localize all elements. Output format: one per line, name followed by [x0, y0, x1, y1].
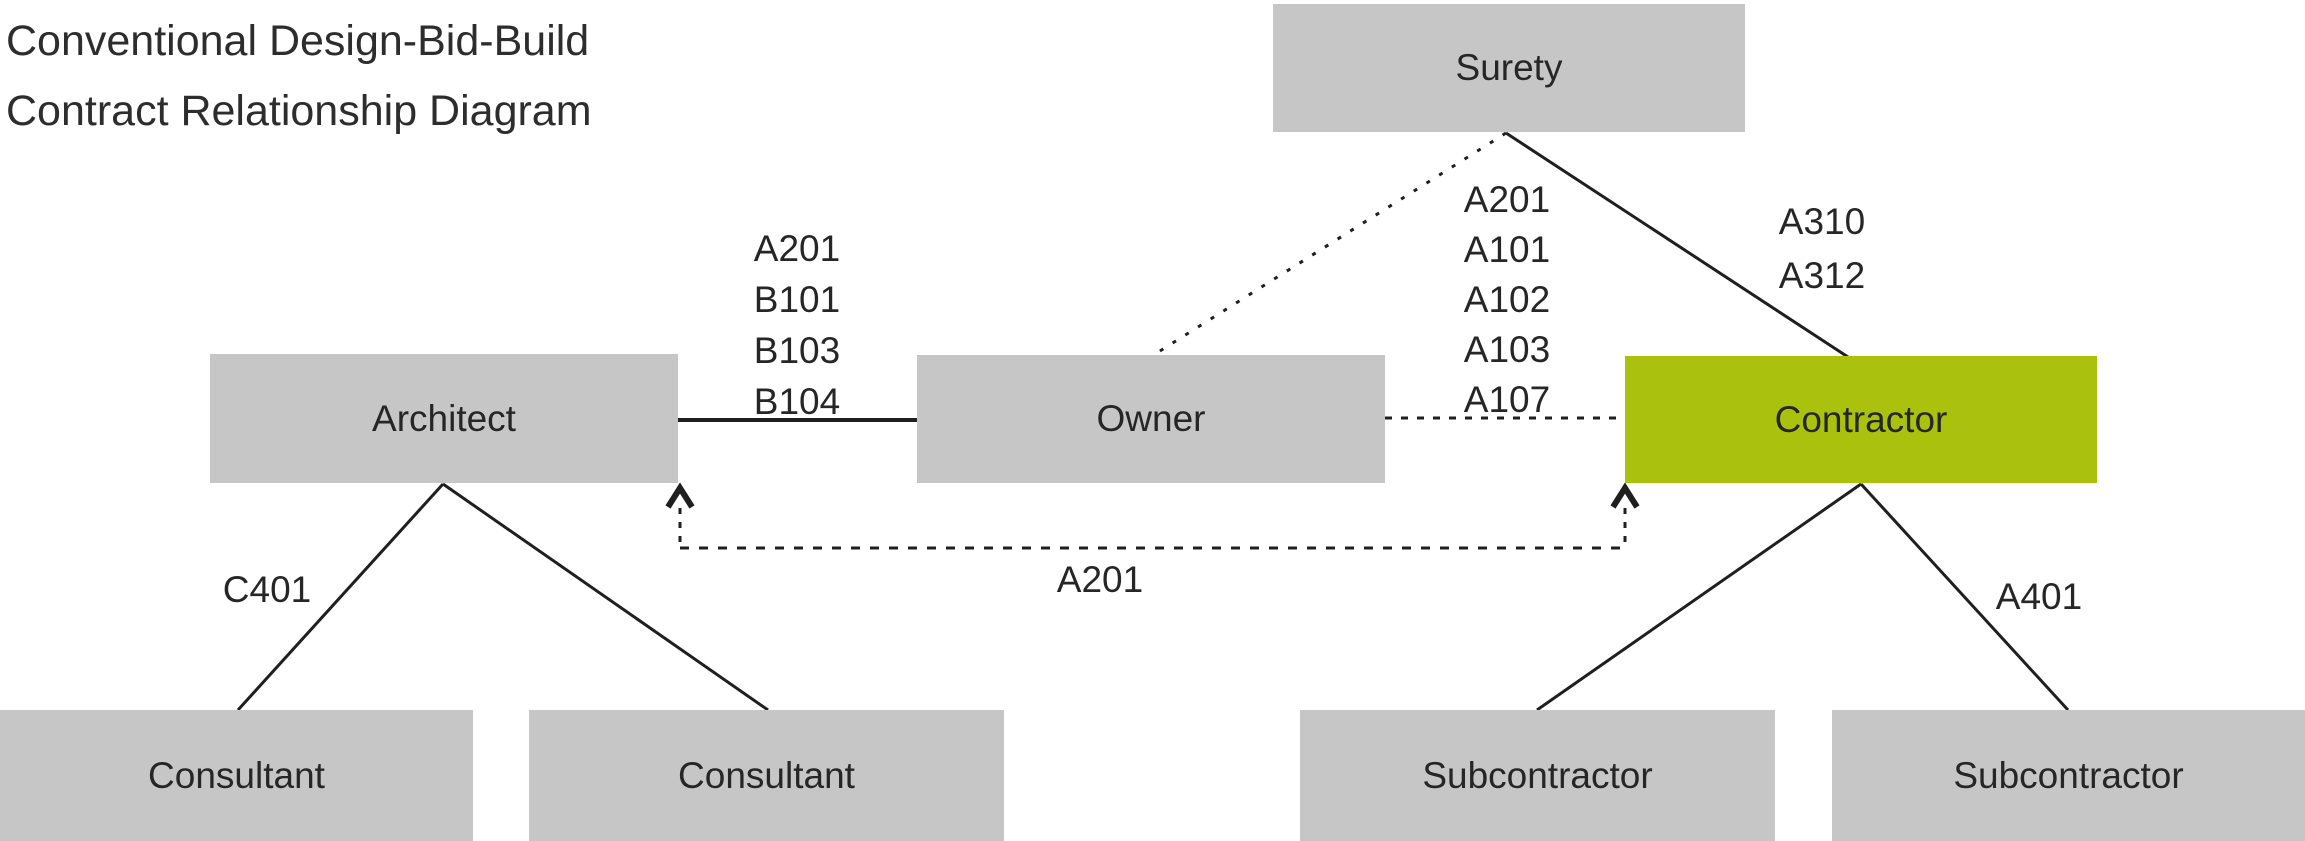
edge-label: B104	[753, 381, 841, 422]
node-contractor: Contractor	[1625, 356, 2097, 483]
edge-label: A102	[1463, 279, 1551, 320]
edge-architect-consultant1	[236, 482, 445, 712]
title-line-2: Contract Relationship Diagram	[6, 87, 592, 135]
node-surety-label: Surety	[1455, 47, 1563, 88]
edge-label: A101	[1463, 229, 1551, 270]
edge-labels-surety-contractor: A310 A312	[1722, 195, 1922, 303]
page-title: Conventional Design-Bid-Build Contract R…	[6, 6, 592, 146]
edge-label-contractor-subcontractor: A401	[1995, 576, 2083, 617]
title-line-1: Conventional Design-Bid-Build	[6, 17, 590, 65]
edge-contractor-subcontractor1	[1536, 482, 1862, 712]
node-subcontractor-1: Subcontractor	[1300, 710, 1775, 841]
node-subcontractor-2-label: Subcontractor	[1953, 754, 2184, 796]
node-architect-label: Architect	[372, 397, 516, 439]
node-owner-label: Owner	[1096, 398, 1206, 439]
node-architect: Architect	[210, 354, 678, 483]
node-subcontractor-1-label: Subcontractor	[1422, 754, 1653, 796]
node-consultant-1-label: Consultant	[148, 754, 325, 796]
edge-architect-consultant2	[442, 482, 769, 712]
arrow-up-icon	[1610, 482, 1640, 509]
node-consultant-1: Consultant	[0, 710, 473, 841]
node-contractor-label: Contractor	[1774, 398, 1948, 440]
edge-label: A107	[1463, 379, 1551, 420]
edge-label: A201	[753, 228, 841, 269]
arrow-up-icon	[665, 482, 695, 509]
edge-label: A310	[1778, 201, 1866, 242]
node-subcontractor-2: Subcontractor	[1832, 710, 2305, 841]
node-consultant-2: Consultant	[529, 710, 1004, 841]
edge-contractor-subcontractor2	[1859, 482, 2070, 712]
node-surety: Surety	[1273, 4, 1745, 132]
edge-label: A312	[1778, 255, 1866, 296]
edge-label: A201	[1463, 179, 1551, 220]
edge-surety-contractor	[1505, 131, 1849, 359]
edge-label: B101	[753, 279, 841, 320]
edge-label: B103	[753, 330, 841, 371]
edge-labels-owner-contractor: A201 A101 A102 A103 A107	[1407, 175, 1607, 425]
node-consultant-2-label: Consultant	[678, 754, 855, 796]
edge-label-architect-consultant: C401	[222, 569, 312, 610]
edge-label: A103	[1463, 329, 1551, 370]
edge-labels-architect-owner: A201 B101 B103 B104	[697, 223, 897, 427]
node-owner: Owner	[917, 355, 1385, 483]
edge-surety-owner-dotted	[1151, 131, 1507, 358]
edge-label-contractor-architect: A201	[1056, 559, 1144, 600]
